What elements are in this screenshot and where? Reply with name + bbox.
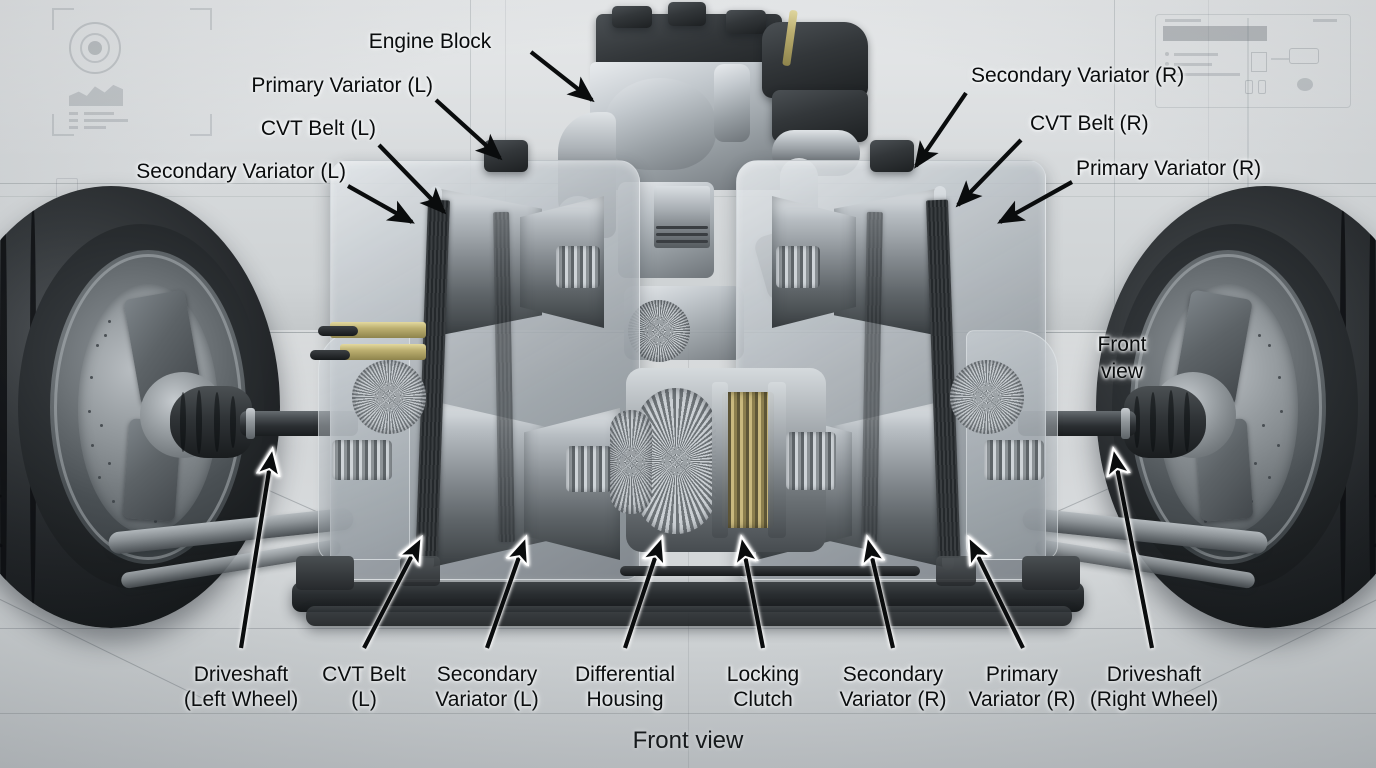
label-cvt-belt-left: CVT Belt (L): [260, 117, 376, 140]
reduction-gear-left: [352, 360, 426, 434]
hud-panel-left: [52, 8, 212, 136]
label-secondary-variator-right: Secondary Variator (R): [971, 64, 1185, 87]
label-engine-block: Engine Block: [368, 30, 492, 53]
label-secondary-variator-left-bottom-line2: Variator (L): [435, 688, 539, 711]
differential-output-shaft-right: [818, 446, 864, 474]
label-locking-clutch-line2: Clutch: [733, 688, 793, 711]
differential-pinion: [610, 410, 652, 514]
label-secondary-variator-left-bottom-line1: Secondary: [436, 663, 538, 686]
label-secondary-variator-right-bottom-line2: Variator (R): [839, 688, 947, 711]
fill-plug-left: [484, 140, 528, 172]
fluid-line: [620, 566, 920, 576]
subframe-mount-left: [296, 556, 354, 590]
label-cvt-belt-right: CVT Belt (R): [1030, 112, 1149, 135]
label-driveshaft-right-line1: Driveshaft: [1106, 663, 1202, 686]
engine-mount-right: [936, 556, 976, 586]
hud-panel-frame: [1155, 14, 1351, 108]
hud-text-line: [1165, 19, 1201, 22]
hud-text-line: [84, 126, 106, 129]
primary-bearing-left: [556, 246, 600, 288]
clutch-basket: [712, 382, 728, 538]
hud-diagram-glyph: [1251, 52, 1267, 72]
label-primary-variator-right: Primary Variator (R): [1076, 157, 1262, 180]
hud-bullet: [1165, 62, 1169, 66]
ignition-coil: [726, 10, 766, 34]
label-primary-variator-right-bottom-line1: Primary: [985, 663, 1059, 686]
label-primary-variator-left: Primary Variator (L): [251, 74, 433, 97]
label-primary-variator-right-bottom-line2: Variator (R): [968, 688, 1076, 711]
secondary-bearing-left: [566, 446, 612, 492]
engine-mount-left: [400, 556, 440, 586]
hud-banner: [1163, 26, 1267, 41]
label-differential-housing-line1: Differential: [575, 663, 675, 686]
hud-gauge-icon: [69, 22, 121, 74]
label-locking-clutch-line1: Locking: [726, 663, 800, 686]
reduction-gear-right: [950, 360, 1024, 434]
wall-panel-edge: [1208, 0, 1209, 330]
side-caption-line-1: Front: [1097, 333, 1147, 356]
axle-collar-left: [246, 408, 255, 439]
hud-gauge-core: [88, 41, 102, 55]
camshaft-chamber: [604, 78, 716, 170]
cv-boot-left: [170, 386, 252, 458]
hud-text-line: [69, 112, 78, 115]
hud-text-line: [84, 112, 114, 115]
hud-text-line: [1174, 73, 1240, 76]
hud-text-line: [84, 119, 128, 122]
wall-panel-edge: [1114, 0, 1115, 330]
air-intake-duct: [762, 22, 868, 98]
hud-text-line: [69, 119, 78, 122]
locking-clutch-pack: [722, 392, 774, 528]
hud-diagram-glyph: [1289, 48, 1319, 64]
differential-bearing: [786, 432, 836, 490]
label-secondary-variator-right-bottom-line1: Secondary: [842, 663, 944, 686]
output-bearing-right: [984, 440, 1044, 480]
floor-grid-line: [0, 713, 1376, 714]
axle-collar-right: [1121, 408, 1130, 439]
floor-grid-line: [0, 628, 1376, 629]
clutch-pressure-plate: [768, 382, 786, 538]
hud-text-line: [1174, 63, 1212, 66]
fill-plug-right: [870, 140, 914, 172]
label-secondary-variator-left: Secondary Variator (L): [136, 160, 346, 183]
ignition-coil: [668, 2, 706, 26]
label-driveshaft-left-line2: (Left Wheel): [183, 688, 299, 711]
label-driveshaft-right-line2: (Right Wheel): [1089, 688, 1219, 711]
primary-bearing-right: [776, 246, 820, 288]
subframe-mount-right: [1022, 556, 1080, 590]
hud-corner-brackets: [52, 8, 212, 136]
piston: [654, 186, 710, 248]
label-cvt-belt-left-bottom-line2: (L): [351, 688, 377, 711]
differential-output-shaft-left: [596, 446, 642, 474]
hud-bullet: [1165, 52, 1169, 56]
figure-caption: Front view: [632, 727, 744, 754]
hydraulic-hose-left: [318, 326, 358, 336]
wall-conduit: [1247, 18, 1249, 288]
cv-boot-right: [1124, 386, 1206, 458]
hud-text-line: [69, 126, 78, 129]
label-differential-housing-line2: Housing: [586, 688, 664, 711]
label-driveshaft-left-line1: Driveshaft: [193, 663, 289, 686]
hud-panel-right: [1155, 14, 1351, 108]
hud-diagram-glyph: [1258, 80, 1266, 94]
hud-text-line: [1174, 53, 1218, 56]
fuel-injector: [714, 64, 750, 142]
hud-diagram-glyph: [1297, 78, 1313, 91]
ignition-coil: [612, 6, 652, 28]
hud-diagram-glyph: [1245, 80, 1253, 94]
hud-text-line: [1313, 19, 1337, 22]
side-caption-line-2: view: [1100, 360, 1143, 383]
label-cvt-belt-left-bottom-line1: CVT Belt: [322, 663, 406, 686]
hydraulic-hose-left: [310, 350, 350, 360]
hud-connector: [1271, 58, 1289, 60]
subframe-lower-rail: [306, 606, 1072, 626]
hydraulic-fitting-left: [340, 344, 426, 360]
output-bearing-left: [332, 440, 392, 480]
